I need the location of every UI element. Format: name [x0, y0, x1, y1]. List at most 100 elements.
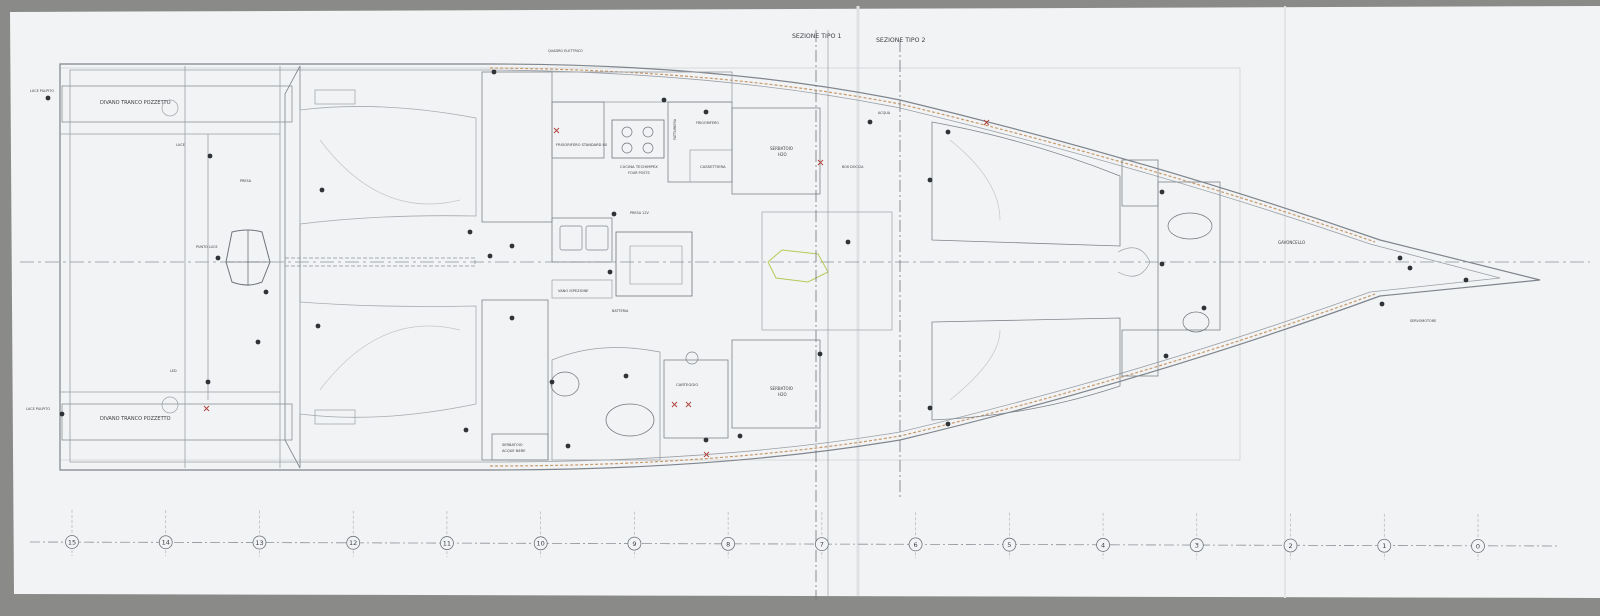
helm-wheel [225, 229, 271, 286]
annotation: LUCE PULPITO [30, 89, 54, 93]
berth-curve [319, 139, 461, 205]
hull-outline-outer [59, 63, 1541, 471]
section-label-1: SEZIONE TIPO 1 [792, 33, 841, 40]
stove-burner [621, 126, 633, 138]
acque-nere-tank [491, 433, 549, 461]
serbatoio-bottom [731, 339, 821, 429]
pattumiera-label: PATTUMIERA [673, 118, 677, 140]
settee-cushion [629, 245, 683, 285]
station-label: 1 [1382, 542, 1386, 550]
station-label: 0 [1476, 542, 1480, 550]
engine-shaft [284, 257, 476, 267]
galley-block [551, 101, 605, 159]
h2o-top-label: H2O [778, 152, 787, 157]
h2o-bottom-label: H2O [778, 392, 787, 397]
aft-cabin-outline-bottom [299, 301, 477, 418]
bunk-curve [1117, 247, 1151, 277]
station-circle [721, 536, 736, 551]
station-label: 4 [1101, 541, 1105, 549]
sink [585, 225, 609, 251]
hatch [314, 89, 356, 105]
cucina-label: CUCINA TECHIMPEX [620, 164, 658, 169]
annotation: ACQUA [878, 111, 891, 115]
cockpit-bench-bottom [61, 403, 293, 441]
annotation: LED [170, 369, 177, 373]
annotation: PRESA [240, 179, 252, 183]
station-circle [346, 535, 361, 550]
acque-nere-label: ACQUE NERE [502, 449, 526, 453]
station-circle [1189, 538, 1204, 553]
galley-block [551, 71, 733, 103]
serbatoio-bottom-label: SERBATOIO [770, 386, 793, 391]
annotation: LUCE PULPITO [26, 407, 50, 411]
stove-burner [642, 142, 654, 154]
head-basin [605, 403, 655, 437]
forward-basin [1167, 212, 1213, 240]
station-circle [440, 536, 454, 550]
carteggio-label: CARTEGGIO [676, 382, 698, 387]
annotation: LUCE [176, 143, 185, 147]
serbatoio-acque-label: SERBATOIO [502, 443, 523, 447]
saloon-table [761, 211, 893, 331]
station-circle [1096, 538, 1110, 552]
annotation: QUADRO ELETTRICO [548, 49, 583, 53]
station-label: 8 [726, 540, 730, 548]
vano-ispezione-box [551, 279, 613, 299]
station-circle [252, 535, 267, 550]
station-label: 14 [162, 539, 170, 547]
station-circle [65, 535, 79, 549]
divano-top-label: DIVANO TRANCO POZZETTO [100, 100, 171, 106]
cockpit-bench-top [61, 85, 293, 123]
station-label: 5 [1007, 541, 1011, 549]
cucina-sub-label: FOUR POSTS [628, 171, 650, 175]
annotation: PUNTO LUCE [196, 245, 218, 249]
stove [611, 119, 665, 159]
section-label-2: SEZIONE TIPO 2 [876, 37, 925, 44]
station-circle [814, 537, 829, 552]
station-label: 2 [1288, 542, 1292, 550]
station-label: 15 [68, 538, 76, 546]
station-circle [1283, 538, 1298, 553]
annotation: BATTERIA [612, 309, 629, 313]
hull-sheer-accent [489, 67, 1376, 243]
station-label: 11 [443, 539, 451, 547]
divano-bottom-label: DIVANO TRANCO POZZETTO [100, 416, 171, 422]
station-circle [158, 535, 173, 550]
fixture-crosses [203, 119, 990, 458]
toilet [1182, 311, 1210, 333]
aft-cabin-outline-top [299, 106, 477, 225]
station-label: 3 [1195, 542, 1199, 550]
station-label: 7 [820, 541, 824, 549]
stool [685, 351, 699, 365]
station-label: 12 [349, 539, 357, 547]
station-circle [533, 536, 548, 551]
station-label: 13 [255, 539, 263, 547]
serbatoio-top-label: SERBATOIO [770, 146, 793, 151]
forward-berth-curve [949, 329, 1001, 401]
fixtures [45, 69, 1469, 449]
bench-round-top [161, 99, 179, 117]
berth-curve [319, 325, 461, 391]
annotation: PRESA 12V [630, 211, 649, 215]
station-axis [29, 541, 1561, 547]
hull-sheer-accent [489, 293, 1376, 467]
frigorifero-box-label: FRIGORIFERO [696, 121, 719, 125]
station-label: 9 [632, 540, 636, 548]
sink [559, 225, 583, 251]
forward-head [1157, 181, 1221, 331]
settee-block [615, 231, 693, 297]
station-circle [627, 536, 642, 551]
hull-outline-inner [69, 69, 1501, 463]
bench-round-bottom [161, 396, 179, 414]
station-circle [1471, 539, 1485, 553]
station-circle [1377, 538, 1392, 553]
forward-cabin-top [931, 121, 1121, 247]
carteggio-desk [663, 359, 729, 439]
nav-sink-block [551, 217, 613, 263]
annotation: BOX DOCCIA [842, 165, 864, 169]
forward-berth-curve [949, 139, 1001, 221]
forward-cabin-bottom [931, 317, 1121, 421]
vano-ispezione-label: VANO ISPEZIONE [558, 289, 589, 293]
